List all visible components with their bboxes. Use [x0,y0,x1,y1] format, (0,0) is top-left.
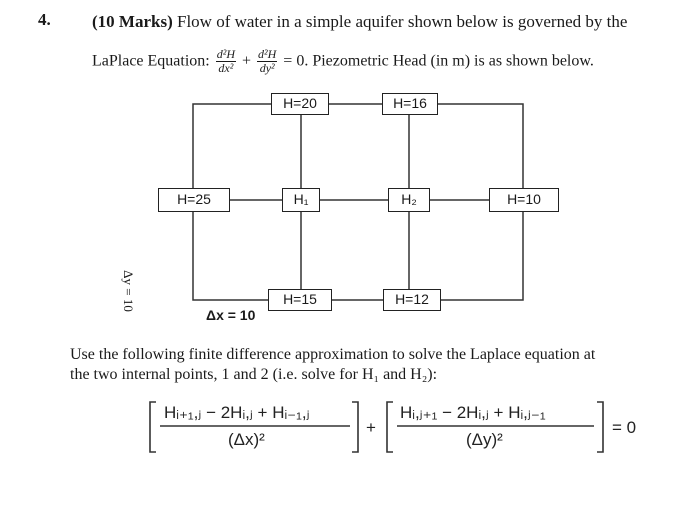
delta-x-label: Δx = 10 [206,307,256,323]
second-derivative-y: d²H dy² [257,47,278,75]
node-bottom-left: H=15 [268,289,332,311]
equation-suffix: = 0. Piezometric Head (in m) is as shown… [283,52,594,70]
plus-sign: + [242,52,252,70]
node-h1: H₁ [282,188,320,212]
frac2-denominator: dy² [259,61,275,75]
node-bottom-right: H=12 [383,289,441,311]
question-text: Flow of water in a simple aquifer shown … [176,12,628,31]
frac2-numerator: d²H [257,47,278,62]
node-right: H=10 [489,188,559,212]
instruction-line-1: Use the following finite difference appr… [70,346,596,363]
equation-prefix: LaPlace Equation: [92,52,210,70]
node-top-right: H=16 [382,93,438,115]
instruction-line-2: the two internal points, 1 and 2 (i.e. s… [70,366,438,383]
frac1-numerator: d²H [215,47,236,62]
node-top-left: H=20 [271,93,329,115]
marks-label: (10 Marks) [92,12,173,31]
question-line-1: (10 Marks) Flow of water in a simple aqu… [92,12,627,32]
second-derivative-x: d²H dx² [215,47,236,75]
frac1-denominator: dx² [218,61,234,75]
node-h2: H₂ [388,188,430,212]
question-line-2: LaPlace Equation: d²H dx² + d²H dy² = 0.… [92,48,594,75]
question-number: 4. [38,10,51,29]
outer-boundary [192,103,524,301]
delta-y-label: Δy = 10 [121,270,136,312]
node-left: H=25 [158,188,230,212]
